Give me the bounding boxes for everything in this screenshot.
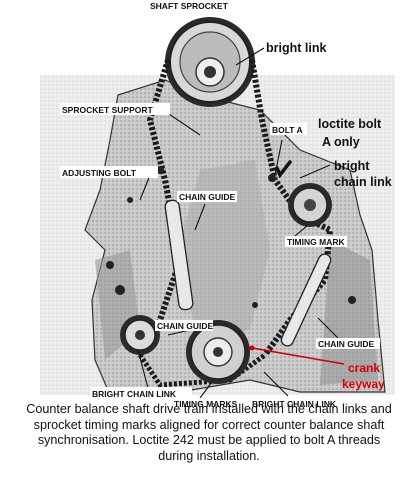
label-backgrounds [60, 0, 380, 409]
label-crank-keyway-2: keyway [342, 377, 385, 391]
leader-lines [137, 47, 339, 399]
figure-caption: Counter balance shaft drive train instal… [26, 402, 392, 463]
label-timing-marks: TIMING MARKS [174, 399, 238, 409]
crank-keyway-pointer [251, 347, 345, 365]
crank-sprocket [186, 320, 250, 384]
crank-keyway-dot [249, 345, 255, 351]
top-shaft-sprocket [165, 17, 255, 107]
label-timing-mark: TIMING MARK [287, 237, 345, 247]
label-chain-guide-left: CHAIN GUIDE [157, 321, 214, 331]
label-loctite-line1: loctite bolt [318, 117, 382, 131]
engine-block-shade [175, 160, 270, 340]
label-loctite-line2: A only [322, 135, 360, 149]
chain-guide-right-part [280, 253, 332, 347]
label-chain-guide-right: CHAIN GUIDE [318, 339, 375, 349]
label-bright-chain-link-right-2: chain link [334, 175, 392, 189]
label-crank-keyway-1: crank [348, 361, 380, 375]
label-sprocket-support: SPROCKET SUPPORT [62, 105, 153, 115]
label-bolt-a: BOLT A [272, 125, 303, 135]
idler-sprocket [120, 315, 160, 355]
label-bright-chain-link-right-1: bright [334, 159, 370, 173]
label-bright-chain-link-bottom-left: BRIGHT CHAIN LINK [92, 389, 177, 399]
bolt-markers [106, 166, 356, 308]
balance-shaft-sprocket [288, 183, 332, 227]
label-adjusting-bolt: ADJUSTING BOLT [62, 168, 137, 178]
loctite-check-pointer [275, 160, 292, 179]
drive-chain-lower [137, 352, 267, 388]
label-bright-link-top: bright link [266, 41, 326, 55]
label-bright-chain-link-bottom-right: BRIGHT CHAIN LINK [252, 399, 337, 409]
label-top-sprocket: SHAFT SPROCKET [150, 1, 229, 11]
label-chain-guide-top: CHAIN GUIDE [179, 192, 236, 202]
chain-guide-top-part [164, 199, 194, 311]
